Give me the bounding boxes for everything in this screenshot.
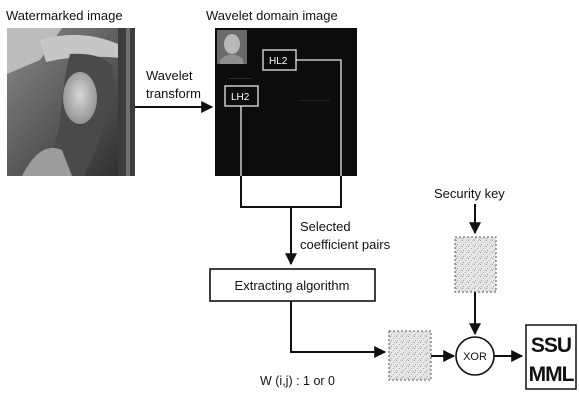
wavelet-label: Wavelet (146, 68, 193, 83)
wavelet-domain-image-label: Wavelet domain image (206, 8, 338, 23)
hl2-lead-line (296, 59, 342, 176)
logo-line-mml: MML (529, 363, 575, 386)
coefficient-pairs-label: coefficient pairs (300, 237, 391, 252)
transform-label: transform (146, 86, 201, 101)
selected-label: Selected (300, 219, 351, 234)
lh2-label: LH2 (231, 92, 250, 103)
selection-bracket (240, 176, 342, 208)
security-key-pattern (454, 236, 497, 293)
security-key-label: Security key (434, 186, 505, 201)
output-arrow (290, 301, 387, 358)
logo-line-ssu: SSU (531, 334, 571, 357)
watermarked-image-label: Watermarked image (6, 8, 123, 23)
wavelet-domain-image (215, 28, 357, 176)
extracting-algorithm-label: Extracting algorithm (235, 278, 350, 293)
hl2-label: HL2 (269, 56, 288, 67)
extracted-bits-pattern (388, 330, 432, 381)
watermarked-image (7, 28, 135, 176)
w-value-label: W (i,j) : 1 or 0 (260, 374, 335, 388)
ssu-mml-watermark-logo: SSU MML (525, 324, 577, 390)
xor-label: XOR (463, 351, 487, 363)
extracting-algorithm-box: Extracting algorithm (209, 268, 376, 302)
